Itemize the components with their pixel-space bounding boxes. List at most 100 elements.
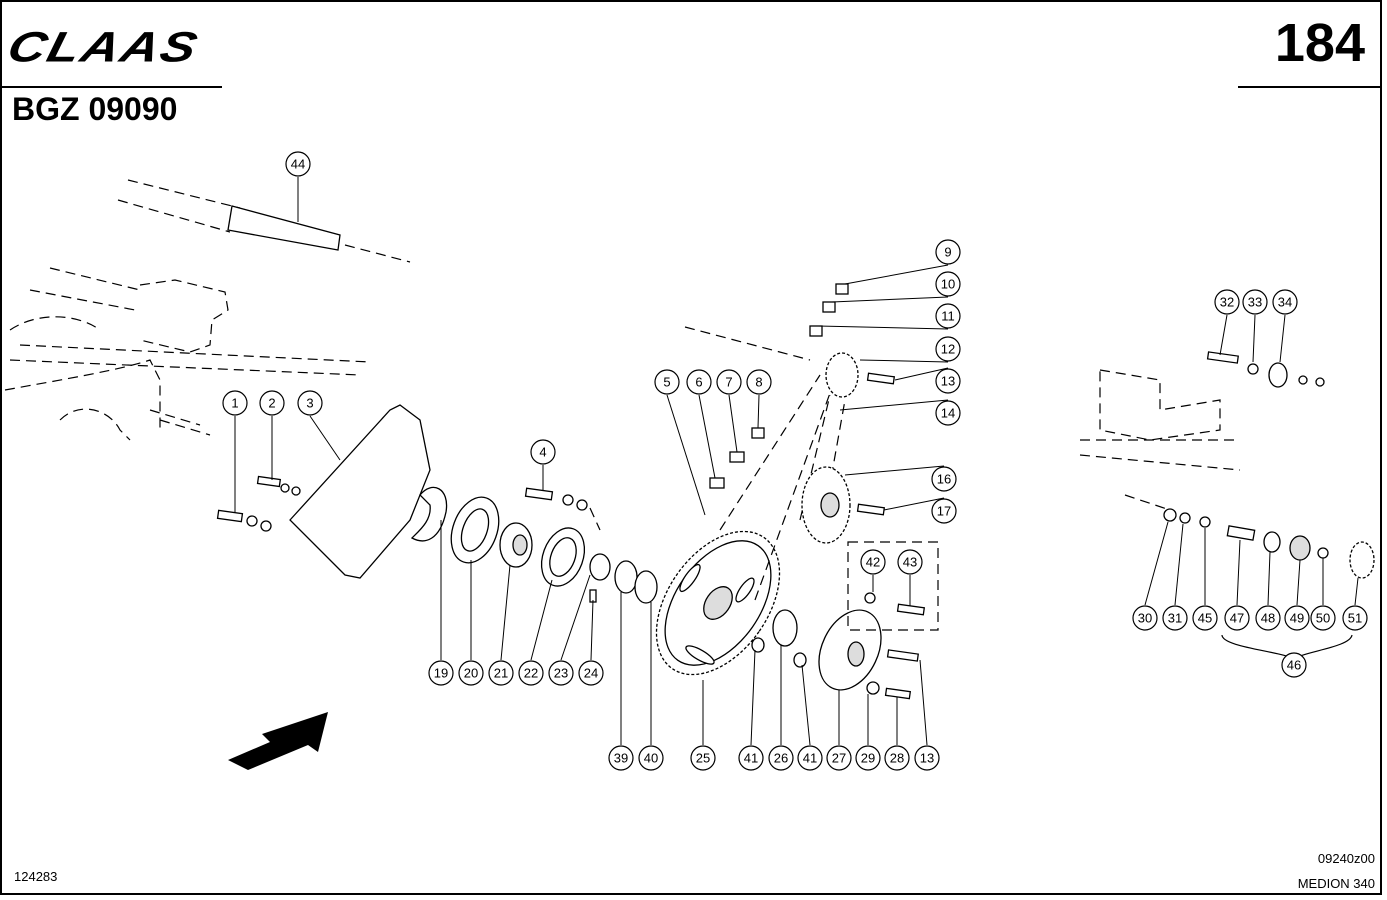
callout-leader <box>1219 314 1228 356</box>
callout-leader <box>560 574 591 661</box>
callout-leader <box>801 664 811 746</box>
callout-10: 10 <box>831 271 961 303</box>
callout-number: 26 <box>774 751 788 766</box>
callout-number: 11 <box>941 309 955 324</box>
callout-41: 41 <box>797 664 823 771</box>
callout-number: 29 <box>861 751 875 766</box>
callout-number: 10 <box>941 277 955 292</box>
callout-circle <box>935 368 961 394</box>
callout-number: 21 <box>494 666 508 681</box>
header-rule-left <box>2 86 222 88</box>
callout-circle <box>222 390 248 416</box>
callout-leader <box>666 394 706 516</box>
callout-circle <box>686 369 712 395</box>
callout-13: 13 <box>894 367 961 394</box>
callout-leader <box>750 649 756 746</box>
callout-number: 2 <box>268 396 275 411</box>
callout-46: 46 <box>1281 652 1307 678</box>
callout-leader <box>919 659 928 746</box>
callout-circle <box>1132 605 1158 631</box>
callout-circle <box>897 549 923 575</box>
callout-leader <box>883 497 945 511</box>
callout-9: 9 <box>844 239 961 285</box>
callout-number: 22 <box>524 666 538 681</box>
callout-number: 44 <box>291 157 305 172</box>
callout-circle <box>608 745 634 771</box>
callout-leader <box>757 394 760 429</box>
callout-circle <box>746 369 772 395</box>
callout-circle <box>530 439 556 465</box>
callout-circle <box>1342 605 1368 631</box>
callout-number: 6 <box>695 375 702 390</box>
callout-number: 42 <box>866 555 880 570</box>
small-sprockets <box>801 352 896 544</box>
callout-circle <box>458 660 484 686</box>
callout-5: 5 <box>654 369 706 516</box>
callout-number: 27 <box>832 751 846 766</box>
callout-circle <box>1255 605 1281 631</box>
callout-49: 49 <box>1284 559 1310 631</box>
callout-number: 51 <box>1348 611 1362 626</box>
callout-number: 4 <box>539 445 546 460</box>
callout-circle <box>716 369 742 395</box>
callout-circle <box>1310 605 1336 631</box>
drawing-id: 124283 <box>14 869 58 884</box>
callout-21: 21 <box>488 564 514 686</box>
callout-20: 20 <box>458 560 484 686</box>
callout-circle <box>548 660 574 686</box>
callout-number: 30 <box>1138 611 1152 626</box>
callout-30: 30 <box>1132 521 1169 631</box>
callout-34: 34 <box>1272 289 1298 363</box>
callout-leader <box>728 394 738 453</box>
callout-leader <box>894 367 949 381</box>
callout-circle <box>855 745 881 771</box>
callout-circle <box>738 745 764 771</box>
callout-number: 5 <box>663 375 670 390</box>
callout-leader <box>1279 314 1286 363</box>
callout-circle <box>935 336 961 362</box>
callout-14: 14 <box>839 399 961 426</box>
callout-circle <box>1272 289 1298 315</box>
callout-number: 7 <box>725 375 732 390</box>
callout-leader <box>698 394 716 479</box>
callout-47: 47 <box>1224 539 1250 631</box>
callout-leader <box>309 415 341 461</box>
callout-22: 22 <box>518 579 553 686</box>
callout-26: 26 <box>768 645 794 771</box>
callout-circle <box>1192 605 1218 631</box>
callout-circle <box>638 745 664 771</box>
callout-number: 13 <box>920 751 934 766</box>
frame-housing <box>4 267 371 441</box>
callout-leader <box>1252 314 1256 363</box>
callout-42: 42 <box>860 549 886 592</box>
callout-2: 2 <box>259 390 285 480</box>
callout-39: 39 <box>608 592 634 771</box>
chain <box>684 326 846 601</box>
callout-number: 32 <box>1220 295 1234 310</box>
bearing-parts <box>410 486 658 604</box>
callout-circle <box>297 390 323 416</box>
callout-number: 39 <box>614 751 628 766</box>
callout-number: 12 <box>941 342 955 357</box>
callout-45: 45 <box>1192 528 1218 631</box>
callout-41: 41 <box>738 649 764 771</box>
callout-number: 17 <box>937 504 951 519</box>
shaft-assembly <box>117 179 411 263</box>
callout-number: 40 <box>644 751 658 766</box>
callout-leader <box>1144 521 1169 606</box>
callout-leader <box>1174 523 1184 606</box>
callout-circle <box>935 239 961 265</box>
callout-number: 1 <box>231 396 238 411</box>
callout-48: 48 <box>1255 551 1281 631</box>
callout-number: 41 <box>744 751 758 766</box>
callout-leader <box>1267 551 1271 606</box>
group-code: BGZ 09090 <box>12 91 178 127</box>
callout-circle <box>488 660 514 686</box>
callout-number: 20 <box>464 666 478 681</box>
callout-number: 3 <box>306 396 313 411</box>
callout-leader <box>500 564 511 661</box>
callout-4: 4 <box>530 439 556 490</box>
callout-leader <box>590 599 594 661</box>
